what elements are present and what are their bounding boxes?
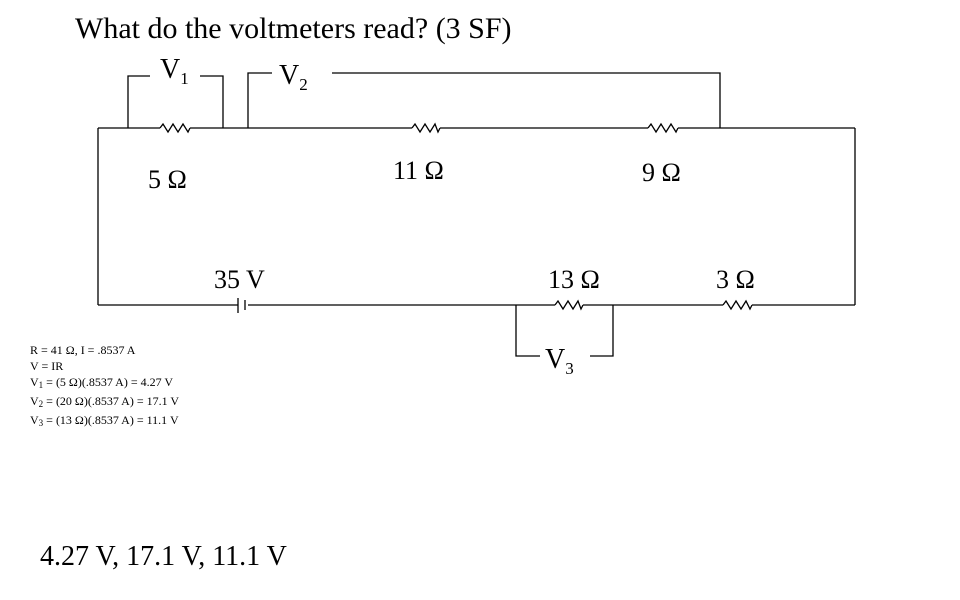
question-title: What do the voltmeters read? (3 SF) (75, 12, 512, 45)
resistor-13-symbol (554, 299, 584, 311)
battery-label: 35 V (214, 265, 265, 294)
work-line-4: V2 = (20 Ω)(.8537 A) = 17.1 V (30, 394, 180, 409)
final-answer: 4.27 V, 17.1 V, 11.1 V (40, 541, 287, 572)
v1-leads (127, 75, 224, 128)
voltmeter-3-label: V3 (545, 344, 574, 378)
work-line-5: V3 = (13 Ω)(.8537 A) = 11.1 V (30, 413, 179, 428)
resistor-9-label: 9 Ω (642, 158, 681, 187)
resistor-13-label: 13 Ω (548, 265, 600, 294)
resistor-5-symbol (159, 122, 191, 134)
v3-leads (515, 305, 614, 357)
resistor-5-label: 5 Ω (148, 165, 187, 194)
work-line-3: V1 = (5 Ω)(.8537 A) = 4.27 V (30, 375, 174, 390)
resistor-3-label: 3 Ω (716, 265, 755, 294)
work-line-2: V = IR (30, 359, 64, 373)
resistor-9-symbol (647, 122, 679, 134)
resistor-3-symbol (722, 299, 753, 311)
resistor-11-symbol (411, 122, 441, 134)
work-line-1: R = 41 Ω, I = .8537 A (30, 343, 136, 357)
voltmeter-1-label: V1 (160, 54, 189, 88)
worked-solution: R = 41 Ω, I = .8537 A V = IR V1 = (5 Ω)(… (30, 342, 179, 431)
battery-symbol (237, 298, 246, 313)
resistor-11-label: 11 Ω (393, 156, 444, 185)
voltmeter-2-label: V2 (279, 60, 308, 94)
v2-leads (247, 72, 721, 128)
